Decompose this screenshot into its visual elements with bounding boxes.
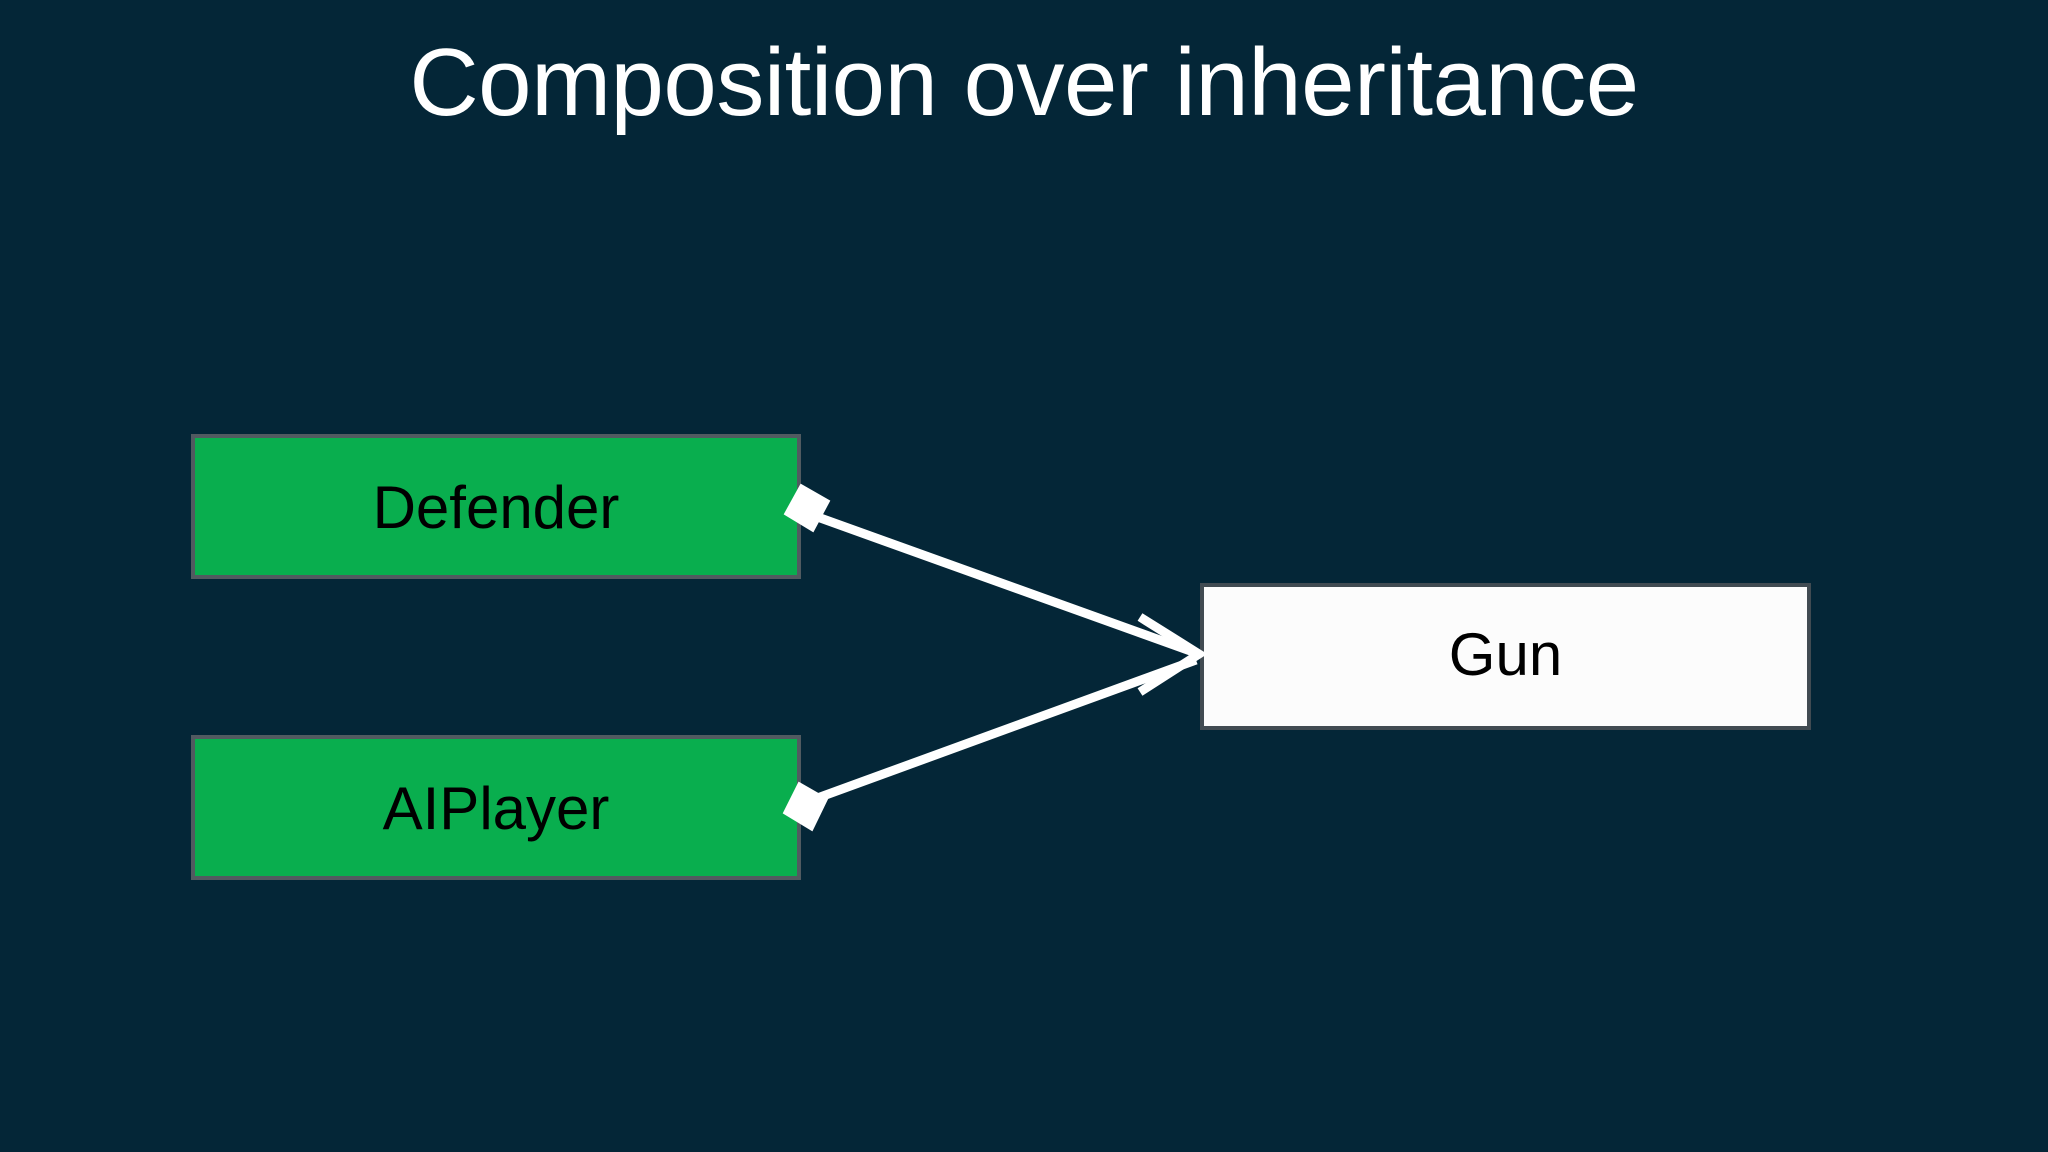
uml-class-gun[interactable]: Gun: [1200, 583, 1811, 730]
uml-class-aiplayer[interactable]: AIPlayer: [191, 735, 801, 880]
open-arrow-icon-gun: [1137, 613, 1208, 696]
edge-defender-gun[interactable]: [783, 483, 1208, 696]
uml-class-label-defender: Defender: [372, 474, 620, 541]
edge-aiplayer-gun[interactable]: [782, 655, 1198, 832]
uml-class-label-aiplayer: AIPlayer: [382, 775, 610, 842]
uml-class-defender[interactable]: Defender: [191, 434, 801, 579]
edge-line-defender-gun: [810, 510, 1198, 658]
uml-class-label-gun: Gun: [1448, 621, 1563, 688]
edge-line-aiplayer-gun: [810, 655, 1198, 805]
page-title: Composition over inheritance: [409, 29, 1639, 136]
